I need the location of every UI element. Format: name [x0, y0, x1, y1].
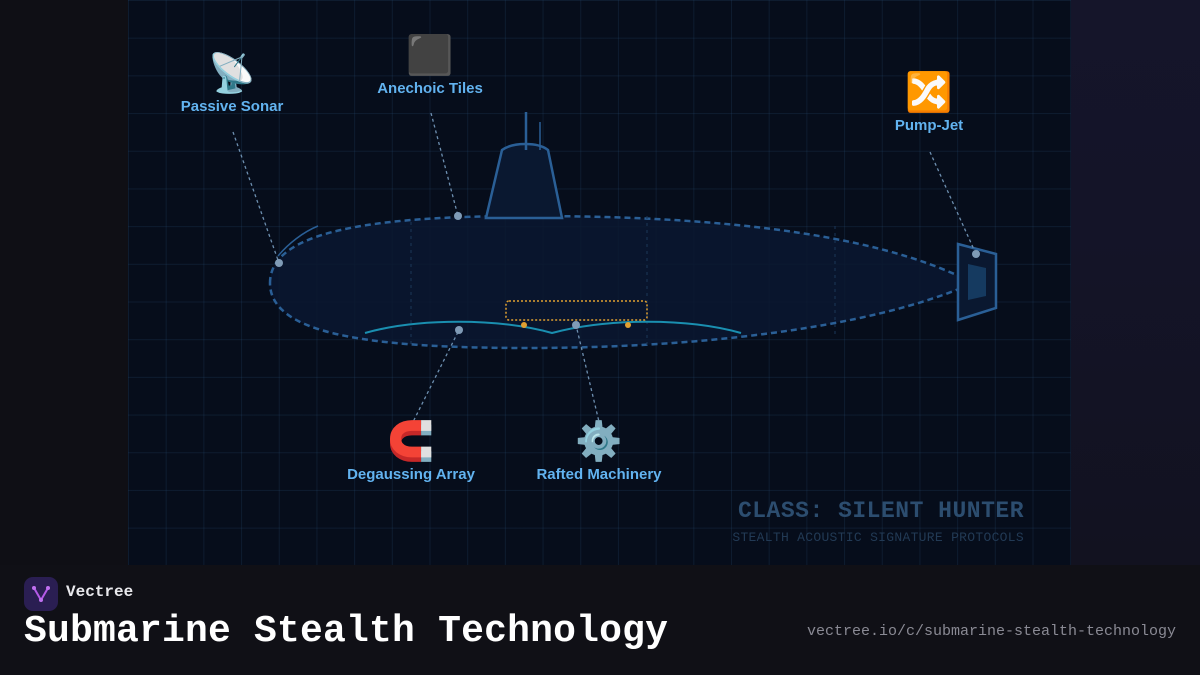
page-title: Submarine Stealth Technology — [24, 610, 669, 653]
anchor-dot — [455, 326, 463, 334]
gear-icon: ⚙️ — [575, 421, 623, 463]
leader-line-rafted-machinery — [575, 324, 601, 427]
isolation-mount — [625, 322, 631, 328]
callout-label: Anechoic Tiles — [377, 80, 483, 97]
shuffle-arrows-icon: 🔀 — [905, 72, 953, 114]
submarine-diagram — [232, 112, 998, 427]
anchor-dot — [454, 212, 462, 220]
magnet-icon: 🧲 — [387, 421, 435, 463]
callout-label: Degaussing Array — [347, 466, 475, 483]
callout-degaussing-array: 🧲 Degaussing Array — [347, 420, 475, 483]
satellite-antenna-icon: 📡 — [208, 53, 256, 95]
vectree-logo-icon[interactable] — [24, 577, 58, 611]
callout-passive-sonar: 📡 Passive Sonar — [181, 52, 284, 115]
leader-line-passive-sonar — [232, 131, 280, 264]
callout-rafted-machinery: ⚙️ Rafted Machinery — [536, 420, 661, 483]
anchor-dot — [572, 321, 580, 329]
callout-label: Passive Sonar — [180, 98, 284, 115]
anchor-dot — [972, 250, 980, 258]
class-subtitle: STEALTH ACOUSTIC SIGNATURE PROTOCOLS — [732, 530, 1024, 545]
submarine-hull — [268, 214, 976, 350]
callout-pump-jet: 🔀 Pump-Jet — [895, 71, 963, 134]
diagram-panel: 📡 Passive Sonar ⬛ Anechoic Tiles 🔀 Pump-… — [128, 0, 1071, 565]
bow-detail — [277, 225, 319, 257]
pump-jet-rotor — [968, 264, 986, 300]
anchor-dot — [275, 259, 283, 267]
footer — [0, 565, 1200, 675]
keel-line — [364, 320, 742, 335]
callout-anechoic-tiles: ⬛ Anechoic Tiles — [377, 34, 483, 97]
callout-label: Rafted Machinery — [536, 466, 662, 483]
callout-label: Pump-Jet — [894, 117, 964, 134]
brand-name[interactable]: Vectree — [66, 583, 134, 601]
leader-line-anechoic-tiles — [430, 112, 459, 217]
black-square-icon: ⬛ — [406, 35, 454, 77]
background-right — [1070, 0, 1200, 565]
isolation-mount — [521, 322, 527, 328]
page-url[interactable]: vectree.io/c/submarine-stealth-technolog… — [806, 623, 1176, 640]
leader-line-pump-jet — [929, 151, 977, 255]
conning-tower — [484, 142, 564, 220]
machinery-raft — [505, 300, 648, 321]
background-left — [0, 0, 128, 565]
class-title: CLASS: SILENT HUNTER — [737, 498, 1024, 524]
